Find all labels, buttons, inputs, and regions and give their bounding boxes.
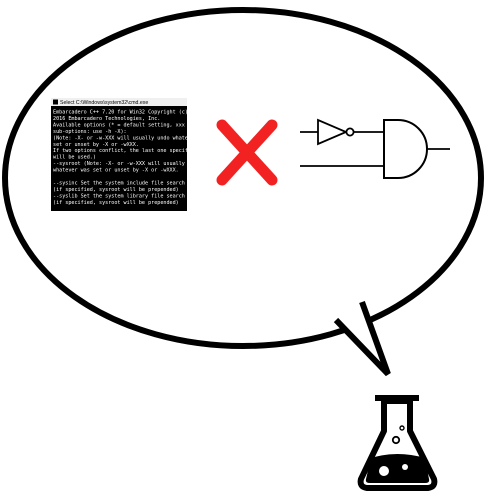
terminal-line: will be used.) [53, 155, 96, 161]
chemistry-flask-icon [357, 395, 438, 491]
flask-bubble-small [391, 435, 401, 445]
terminal-line: (if specified, sysroot will be prepended… [53, 187, 179, 193]
speech-bubble [2, 7, 484, 377]
terminal-line: --sysroot (Note: -X- or -w-XXX will usua… [53, 161, 200, 167]
terminal-title: Select C:\Windows\system32\cmd.exe [60, 100, 148, 106]
speech-bubble-body [2, 7, 484, 349]
flask-liquid [365, 454, 430, 483]
flask-bubble-tiny [399, 425, 405, 431]
terminal-line: whatever was set or unset by -X or -wXXX… [53, 168, 179, 174]
terminal-output: Embarcadero C++ 7.20 for Win32 Copyright… [53, 110, 209, 206]
red-cross-icon [216, 119, 278, 186]
not-gate-triangle [317, 118, 349, 146]
terminal-title-bar [51, 98, 187, 106]
speech-bubble-tail-join [338, 301, 360, 321]
flask-bubble-large [379, 466, 389, 476]
terminal-line: set or unset by -X or -wXXX. [53, 142, 139, 148]
terminal-line: (if specified, sysroot will be prepended… [53, 200, 179, 206]
speech-bubble-tail [333, 300, 391, 377]
terminal-line: --syslib Set the system library file sea… [53, 193, 200, 199]
terminal-app-icon [53, 99, 58, 105]
not-gate-bubble [345, 127, 355, 137]
flask-bubble-medium [402, 464, 408, 470]
not-and-gate-icon [300, 118, 450, 179]
terminal-line: --sysinc Set the system include file sea… [53, 180, 200, 186]
terminal-line: If two options conflict, the last one sp… [53, 148, 197, 154]
and-gate-body [383, 119, 428, 179]
terminal-window: Select C:\Windows\system32\cmd.exe Embar… [51, 98, 209, 211]
terminal-line: (Note: -X- or -w-XXX will usually undo w… [53, 135, 209, 141]
terminal-frame [51, 98, 187, 211]
terminal-line: Embarcadero C++ 7.20 for Win32 Copyright… [53, 110, 206, 116]
terminal-line: 2016 Embarcadero Technologies, Inc. [53, 116, 160, 122]
terminal-line: Available options (* = default setting, … [53, 122, 203, 128]
terminal-line: sub-options: use -h -X): [53, 129, 127, 135]
